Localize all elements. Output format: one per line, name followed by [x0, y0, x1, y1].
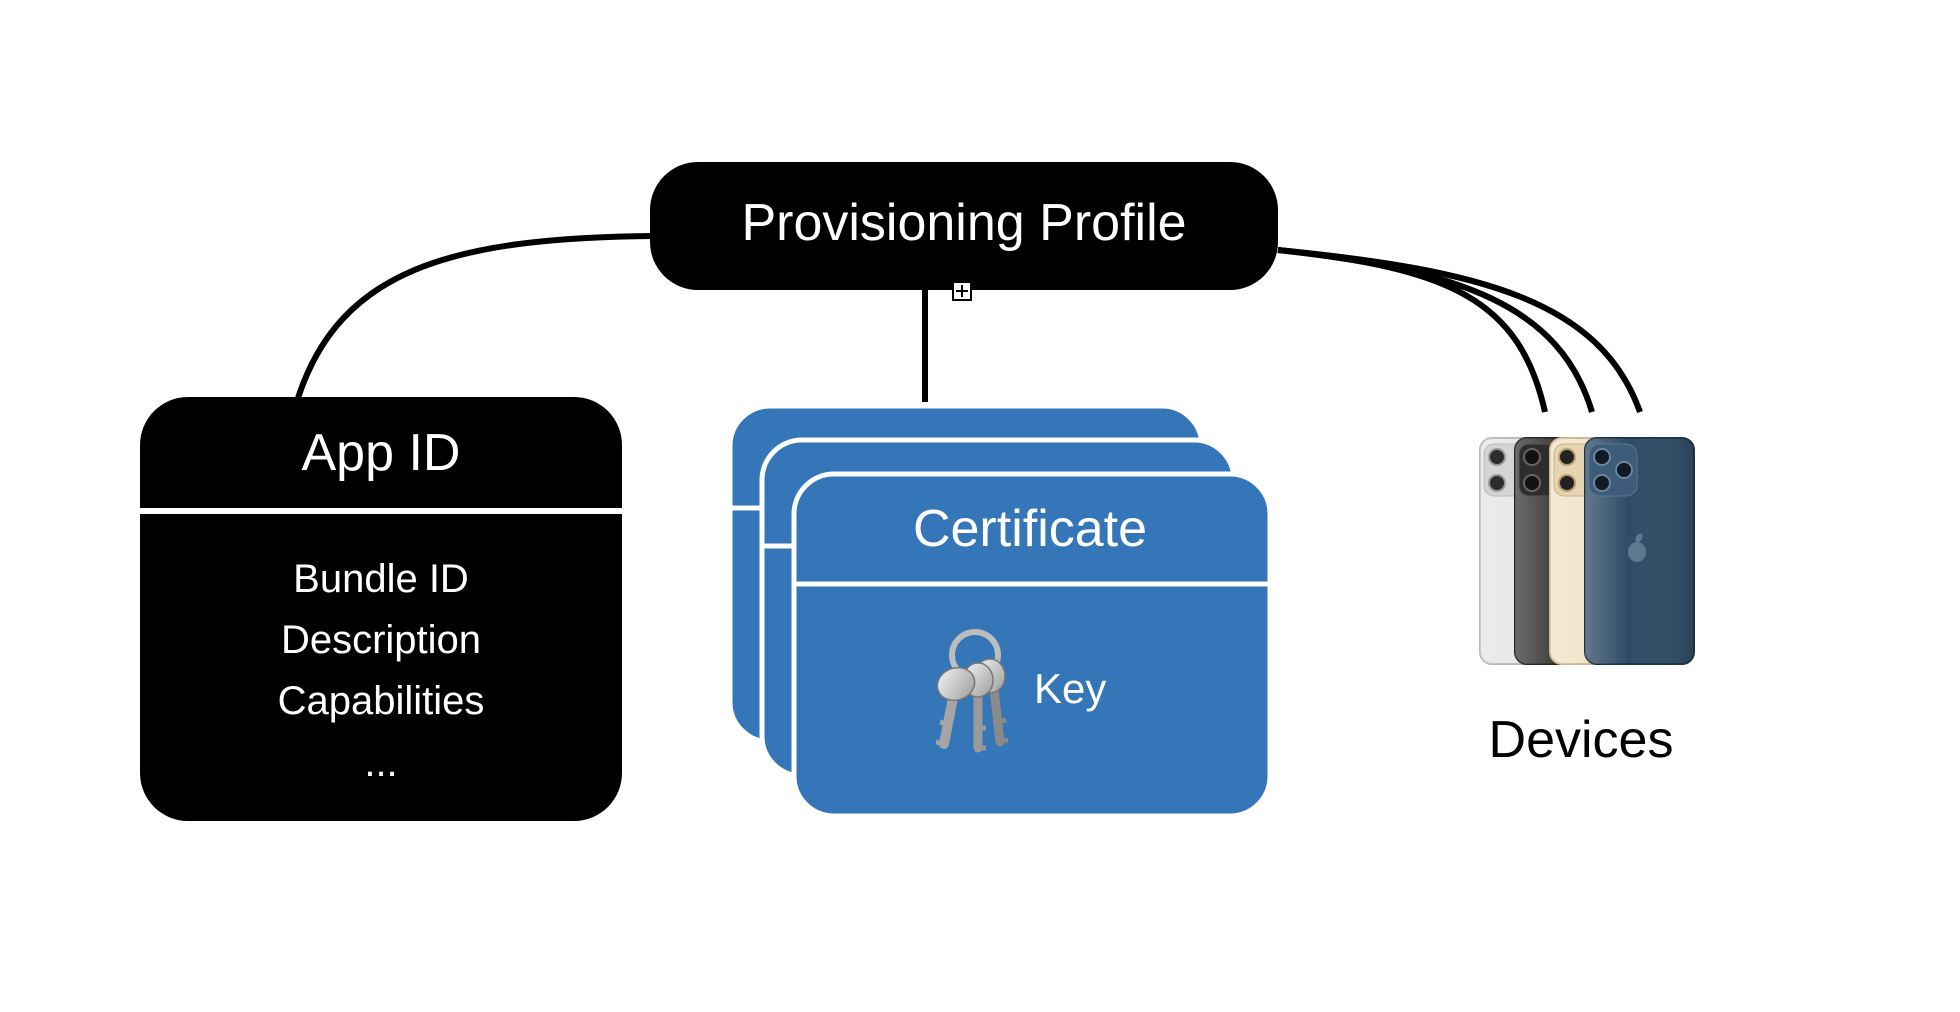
provisioning-profile-node[interactable]: Provisioning Profile [650, 162, 1278, 301]
app-id-field: Capabilities [278, 679, 485, 723]
key-label: Key [1034, 665, 1106, 712]
connector-profile-appid [295, 233, 654, 399]
iphone-icon [1479, 437, 1695, 665]
certificate-stack[interactable]: Certificate [727, 403, 1273, 819]
app-id-title: App ID [302, 424, 461, 482]
provisioning-profile-title: Provisioning Profile [741, 194, 1186, 252]
devices-label: Devices [1489, 711, 1674, 769]
devices-group[interactable]: Devices [1479, 437, 1695, 769]
connector-profile-device-3 [1277, 247, 1643, 414]
keys-icon [935, 629, 1009, 753]
app-id-box [140, 397, 622, 821]
app-id-field: Bundle ID [293, 557, 469, 601]
app-id-node[interactable]: App ID Bundle ID Description Capabilitie… [140, 397, 622, 821]
apple-logo-icon [1628, 533, 1646, 562]
certificate-card-front: Certificate [791, 471, 1273, 819]
phone-pacific-blue [1584, 437, 1695, 665]
app-id-field: Description [281, 618, 481, 662]
app-id-field: ... [364, 741, 397, 785]
expand-icon[interactable] [952, 281, 972, 301]
provisioning-profile-box [650, 162, 1278, 290]
certificate-title: Certificate [913, 500, 1147, 558]
connectors [295, 233, 1643, 414]
